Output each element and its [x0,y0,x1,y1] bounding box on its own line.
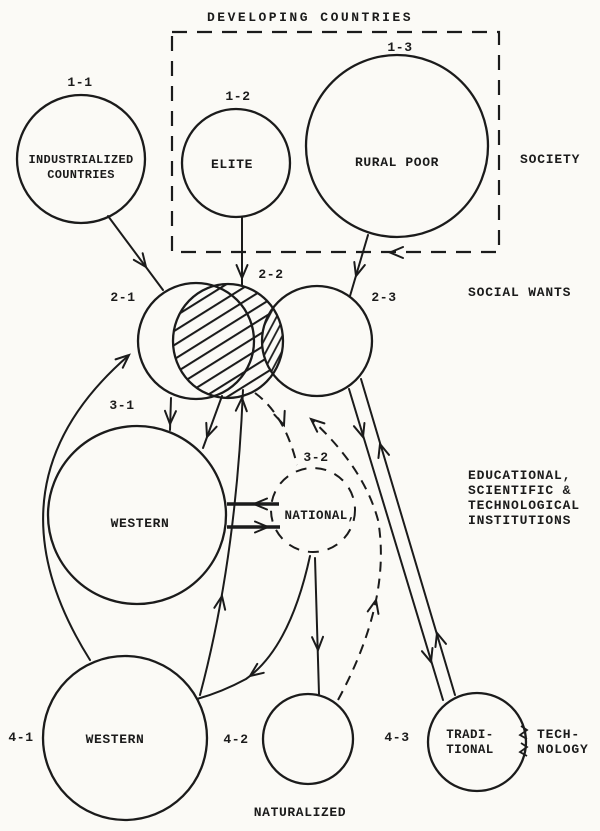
society-label: SOCIETY [520,152,580,167]
institutions-label-line1: EDUCATIONAL, [468,468,571,483]
node-1-2-label: ELITE [211,157,253,172]
technology-label-line2: NOLOGY [537,742,589,757]
institutions-label-line3: TECHNOLOGICAL [468,498,580,513]
arrow-2-2-to-3-1 [200,395,223,449]
node-4-1-label: WESTERN [86,732,145,747]
node-2-2-number: 2-2 [258,267,283,282]
arrow-4-3-up-to-2-3 [360,378,456,696]
node-3-2-number: 3-2 [303,450,328,465]
circle-4-3-traditional [426,691,528,793]
arrow-national-to-4-2 [311,557,325,695]
node-4-2-label: NATURALIZED [254,805,346,820]
arrow-2-1-to-3-1 [163,397,177,431]
node-4-3-label-line2: TIONAL [446,743,493,757]
node-1-1-label-line2: COUNTRIES [47,168,115,182]
circle-4-1-western [41,654,209,822]
arrow-1-1-to-2-1 [107,215,164,291]
dashed-arrow-4-2-up-to-lens [306,413,383,701]
circle-4-2-naturalized [261,692,355,786]
arrow-4-1-to-2-1-left-arc [42,349,134,661]
node-4-3-label-line1: TRADI- [446,728,493,742]
node-4-3-number: 4-3 [384,730,409,745]
arrow-1-2-to-2-2 [235,216,249,287]
arrow-1-3-to-2-3 [349,234,369,297]
hatched-overlap-2-1-2-2 [173,284,283,398]
circle-3-2-national-dashed [270,467,356,553]
node-1-3-number: 1-3 [387,40,412,55]
arrow-4-1-up-to-2-2 [199,389,249,696]
arrow-national-to-4-1 [196,555,311,700]
circle-1-2-elite [180,107,292,219]
circle-2-3 [260,284,374,398]
node-4-2-number: 4-2 [223,732,248,747]
developing-countries-dashed-box [170,30,501,254]
developing-countries-title: DEVELOPING COUNTRIES [207,10,413,25]
circle-2-1 [136,281,256,401]
circle-1-1-industrialized-countries [15,93,147,225]
institutions-label-line2: SCIENTIFIC & [468,483,571,498]
node-3-1-label: WESTERN [111,516,170,531]
circle-2-2 [171,282,285,400]
social-wants-circles [136,281,374,401]
node-3-2-label: NATIONAL, [284,509,355,523]
node-3-1-number: 3-1 [109,398,134,413]
channel-western-national [227,497,280,534]
arrowhead-on-box-bottom [389,246,404,259]
circle-3-1-western [46,424,228,606]
node-1-2-number: 1-2 [225,89,250,104]
node-1-1-number: 1-1 [67,75,92,90]
institutions-label-line4: INSTITUTIONS [468,513,571,528]
node-4-1-number: 4-1 [8,730,33,745]
node-1-1-label-line1: INDUSTRIALIZED [28,153,133,167]
social-wants-label: SOCIAL WANTS [468,285,571,300]
node-2-1-number: 2-1 [110,290,135,305]
node-2-3-number: 2-3 [371,290,396,305]
squiggle-technology-link [518,725,529,757]
circle-1-3-rural-poor [304,53,490,239]
dashed-arrow-2-2-to-national [254,392,298,466]
node-1-3-label: RURAL POOR [355,155,439,170]
technology-label-line1: TECH- [537,727,580,742]
arrow-2-3-down-to-4-3 [348,388,444,701]
